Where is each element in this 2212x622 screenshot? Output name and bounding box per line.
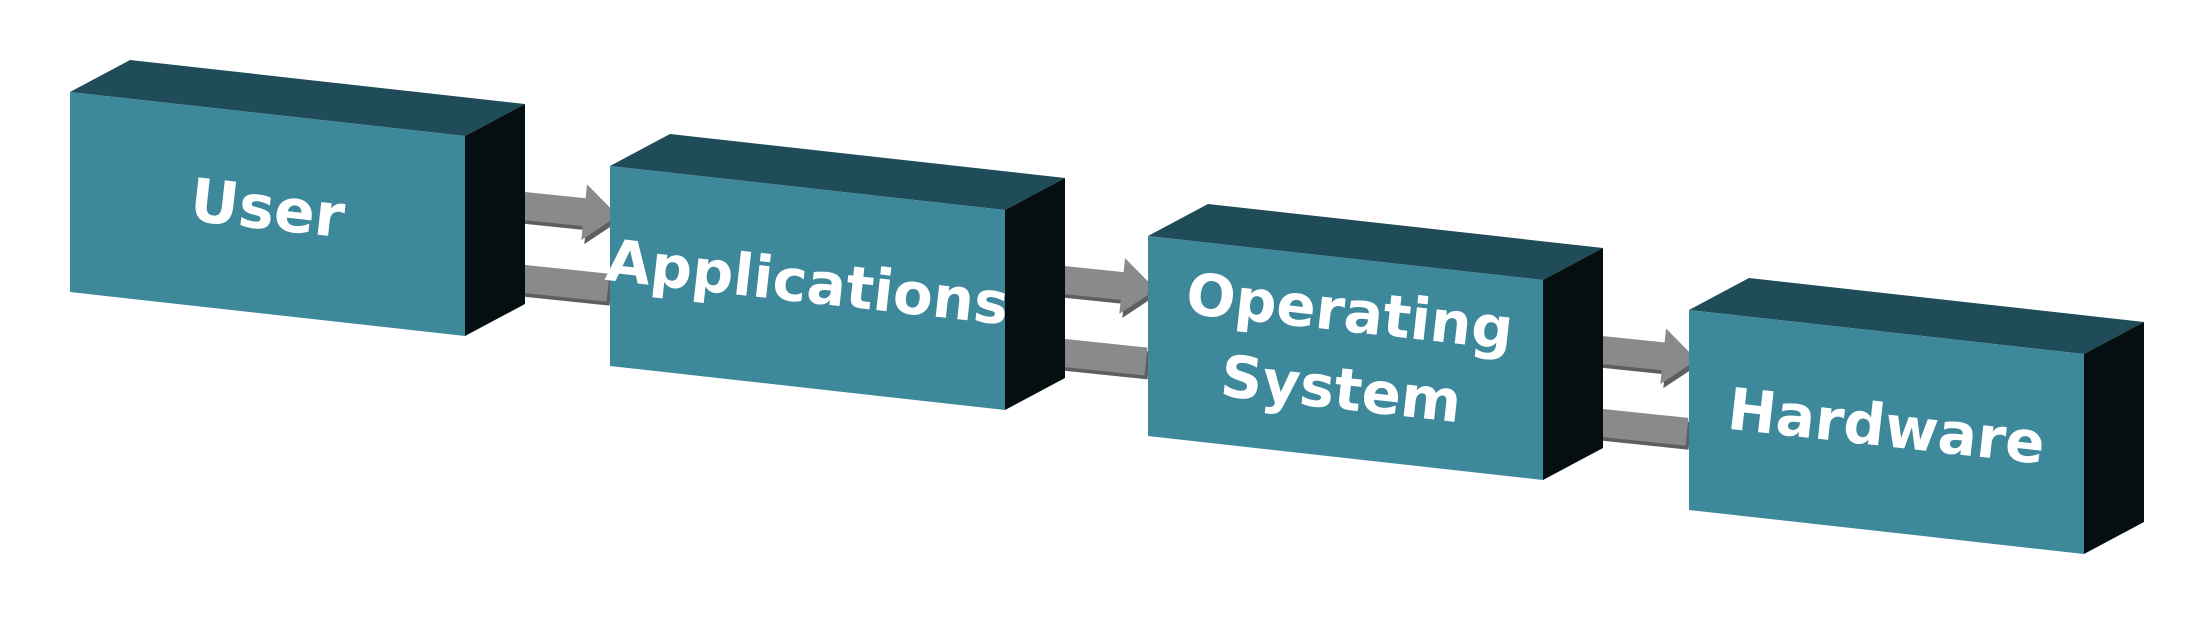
box-top-face (1689, 278, 2144, 354)
box-hardware: Hardware (1689, 278, 2144, 554)
box-label-line: User (187, 166, 349, 253)
box-front-face (610, 166, 1005, 410)
box-front-face (1148, 236, 1543, 480)
box-side-face (2084, 322, 2144, 554)
box-top-face (70, 60, 525, 136)
box-label: User (187, 166, 349, 253)
box-front-face (70, 92, 465, 336)
box-operating-system: OperatingSystem (1148, 204, 1603, 480)
box-front-face (1689, 310, 2084, 554)
box-side-face (1543, 248, 1603, 480)
box-side-face (465, 104, 525, 336)
box-top-face (610, 134, 1065, 210)
box-applications: Applications (603, 134, 1065, 410)
box-side-face (1005, 178, 1065, 410)
box-top-face (1148, 204, 1603, 280)
boxes-group: User Applications OperatingSystem Hardware (70, 60, 2144, 554)
box-user: User (70, 60, 525, 336)
